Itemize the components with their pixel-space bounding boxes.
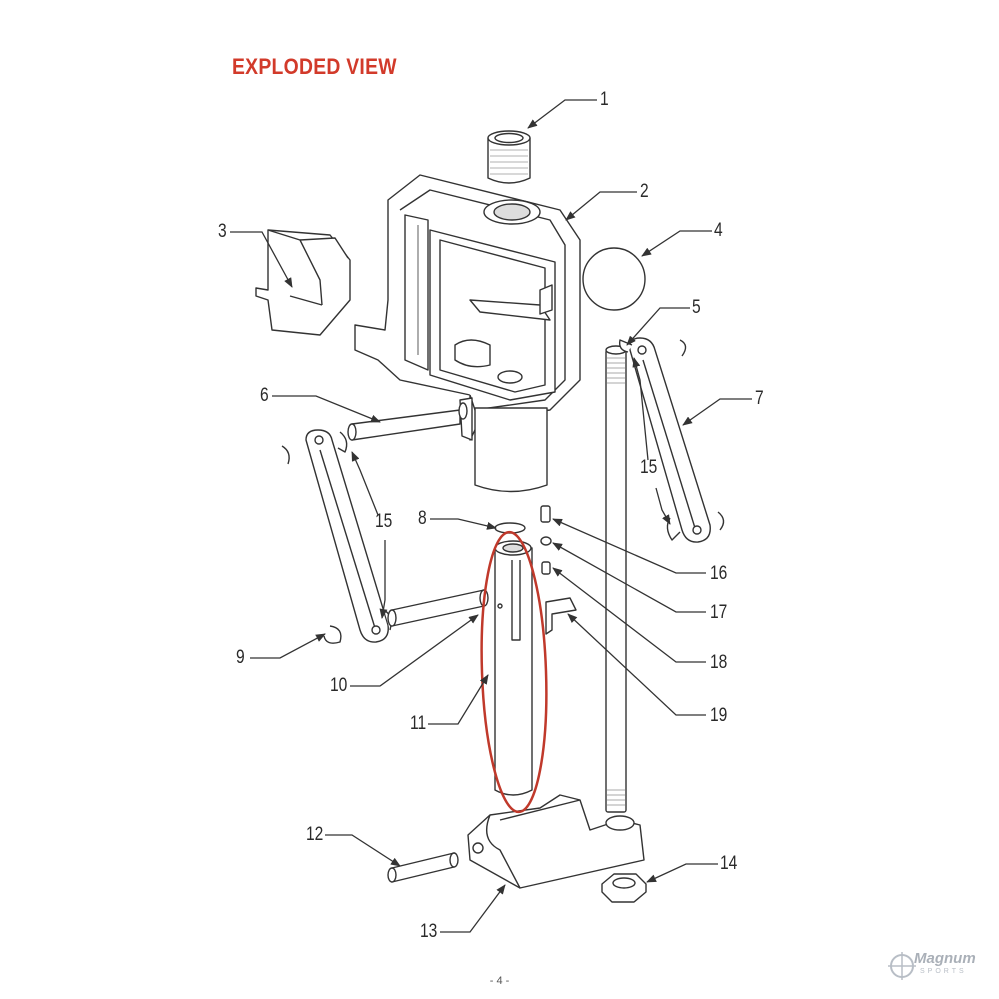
- label-18: 18: [710, 652, 728, 673]
- label-1: 1: [600, 89, 609, 110]
- part-3-tray: [255, 229, 351, 336]
- label-11: 11: [410, 713, 427, 734]
- label-2: 2: [640, 181, 649, 202]
- label-16: 16: [710, 563, 728, 584]
- part-2-frame: [354, 174, 581, 493]
- crosshair-icon: [888, 952, 916, 980]
- part-17-ball: [540, 536, 552, 546]
- part-5-rod: [605, 345, 627, 813]
- part-13-base: [467, 794, 645, 889]
- label-12: 12: [306, 824, 324, 845]
- part-6-pin: [347, 402, 468, 441]
- page-title: EXPLODED VIEW: [232, 54, 397, 79]
- highlight-ellipse: [480, 530, 548, 814]
- part-18-spring: [541, 561, 551, 575]
- part-9-clip: [323, 625, 342, 644]
- logo-sub: SPORTS: [920, 968, 967, 975]
- leader-lines: [230, 99, 752, 933]
- label-17: 17: [710, 602, 728, 623]
- part-16-screw: [540, 505, 551, 523]
- label-7: 7: [755, 388, 764, 409]
- label-15-left: 15: [375, 511, 393, 532]
- label-8: 8: [418, 508, 427, 529]
- label-19: 19: [710, 705, 728, 726]
- part-4-ball: [582, 247, 646, 311]
- part-11-ram: [494, 540, 533, 796]
- label-9: 9: [236, 647, 245, 668]
- label-4: 4: [714, 220, 723, 241]
- part-19-key: [545, 597, 577, 635]
- label-6: 6: [260, 385, 269, 406]
- label-14: 14: [720, 853, 738, 874]
- part-7-link: [618, 337, 725, 543]
- part-10-pin: [387, 589, 489, 627]
- part-14-nut: [601, 873, 647, 903]
- part-link-left: [281, 429, 392, 643]
- label-10: 10: [330, 675, 348, 696]
- label-13: 13: [420, 921, 438, 942]
- part-12-pin: [387, 852, 459, 883]
- label-5: 5: [692, 297, 701, 318]
- label-3: 3: [218, 221, 227, 242]
- part-1-bushing: [487, 130, 531, 184]
- page-number: - 4 -: [489, 975, 510, 987]
- label-15-right: 15: [640, 457, 658, 478]
- brand-logo: Magnum SPORTS: [888, 948, 996, 988]
- logo-name: Magnum: [914, 950, 976, 967]
